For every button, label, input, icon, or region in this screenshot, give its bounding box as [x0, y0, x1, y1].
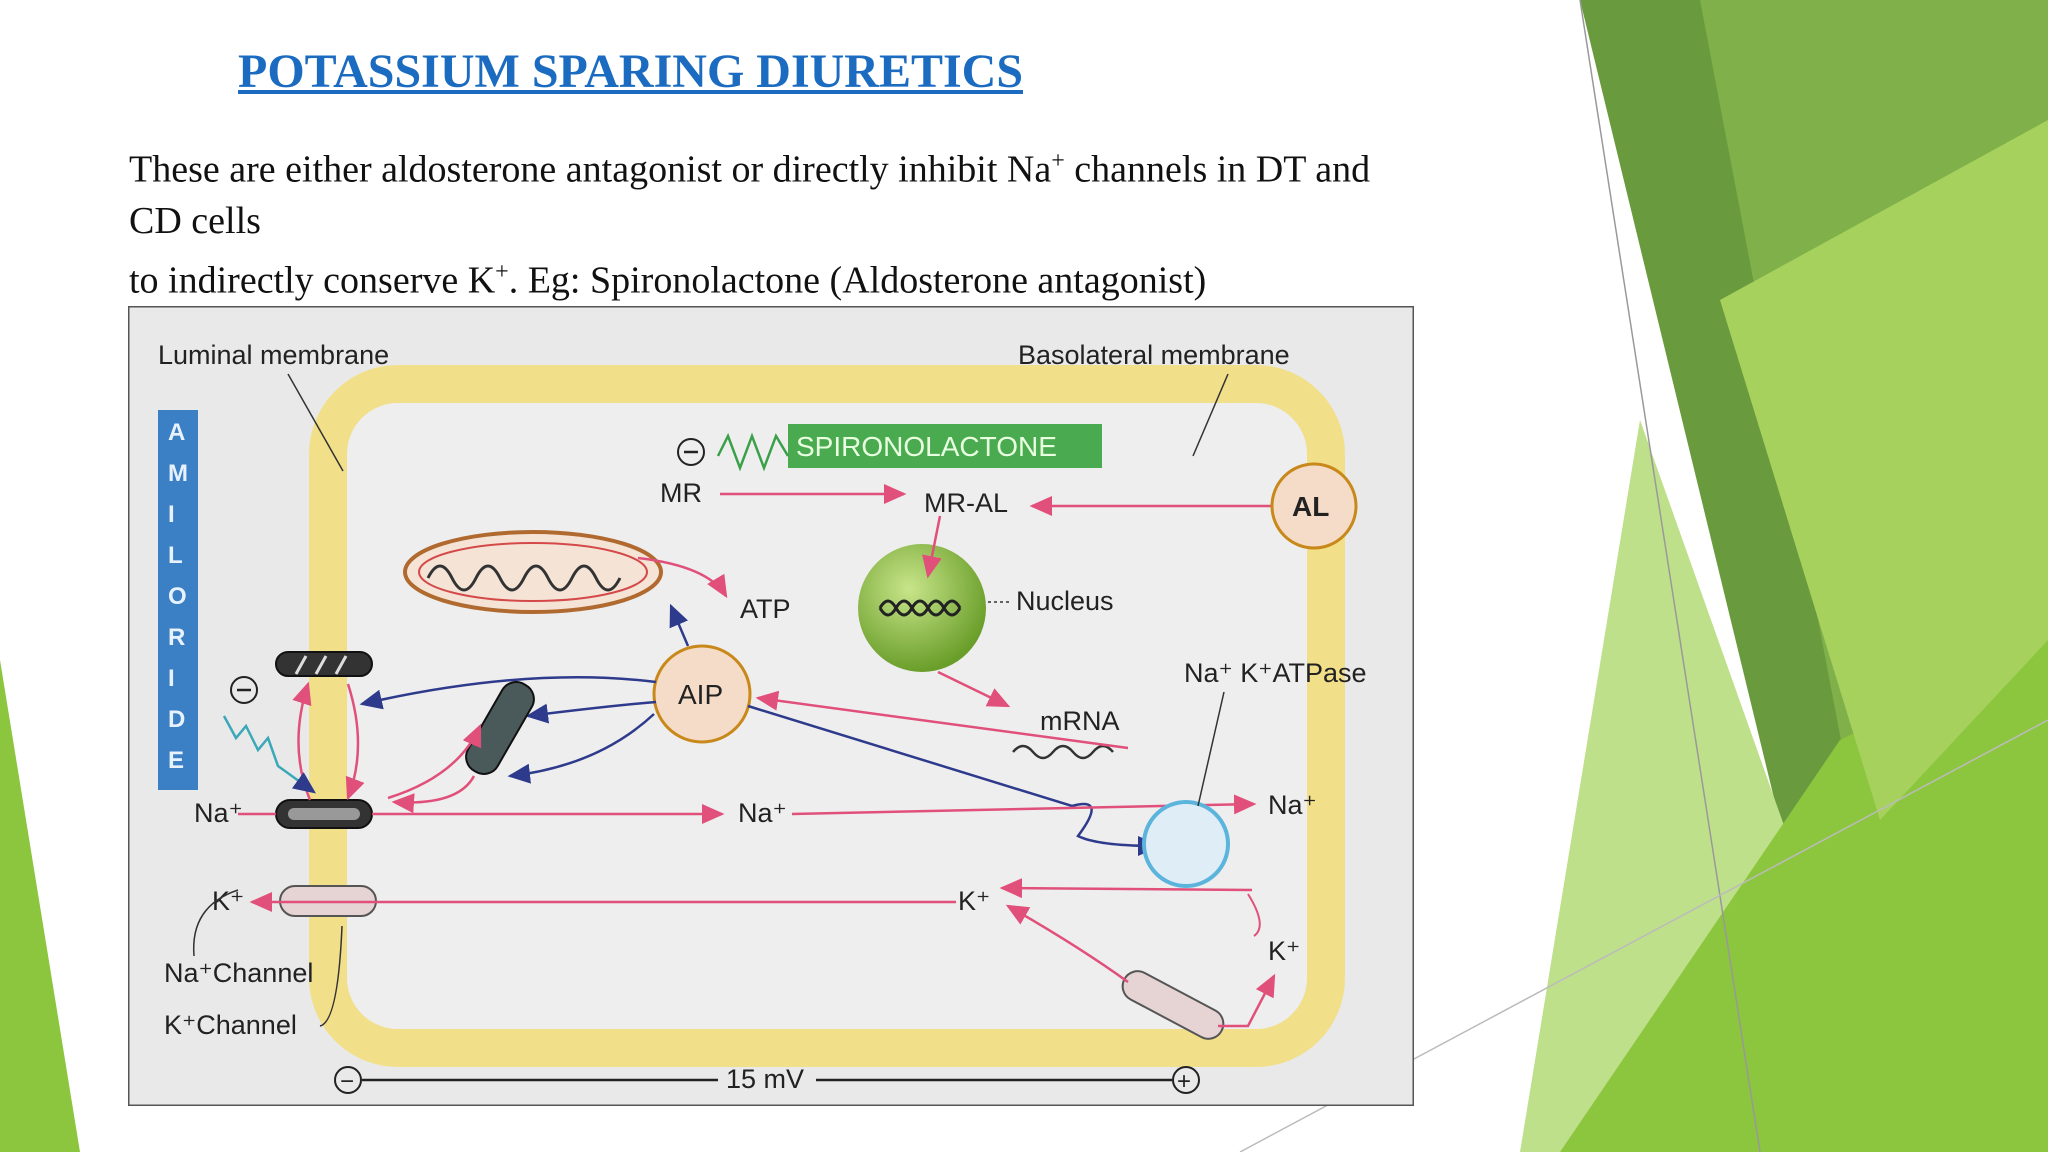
intro-line-3: to indirectly conserve K+. Eg: Spironola… — [129, 258, 1207, 302]
minus-terminal-icon — [334, 1066, 362, 1094]
amiloride-letter: M — [168, 460, 188, 487]
na-channel-cyto — [465, 681, 535, 775]
k-channel-label: K⁺Channel — [164, 1010, 297, 1040]
plus-terminal-icon — [1172, 1066, 1200, 1094]
na-channel-label: Na⁺Channel — [164, 958, 313, 988]
amiloride-letter: O — [168, 583, 187, 610]
na-k-atpase-label: Na⁺ K⁺ATPase — [1184, 658, 1367, 688]
amiloride-letter: I — [168, 665, 175, 692]
amiloride-letter: I — [168, 501, 175, 528]
amiloride-bar — [158, 410, 198, 790]
mr-label: MR — [660, 478, 702, 508]
intro-text: These are either aldosterone antagonist … — [129, 136, 1549, 306]
page-title: POTASSIUM SPARING DIURETICS — [238, 45, 1024, 98]
intro-line-1: These are either aldosterone antagonist … — [129, 148, 1371, 191]
mrna-label: mRNA — [1040, 706, 1120, 736]
intro-line-2: CD cells — [129, 199, 261, 242]
na-mid-label: Na⁺ — [738, 798, 787, 828]
nucleus-label: Nucleus — [1016, 586, 1114, 616]
mr-al-label: MR-AL — [924, 488, 1008, 518]
cell-membrane — [309, 365, 1345, 1067]
minus-icon — [677, 438, 705, 466]
aip-circle — [652, 644, 752, 744]
amiloride-letter: D — [168, 706, 185, 733]
luminal-membrane-label: Luminal membrane — [158, 340, 389, 370]
al-circle — [1270, 462, 1358, 550]
amiloride-letter: L — [168, 542, 183, 569]
amiloride-letter: E — [168, 747, 184, 774]
k-left-label: K⁺ — [212, 886, 244, 916]
spironolactone-label: SPIRONOLACTONE — [796, 431, 1057, 462]
k-mid-label: K⁺ — [958, 886, 990, 916]
atp-label: ATP — [740, 594, 791, 624]
na-k-atpase-pump — [1142, 800, 1230, 888]
aip-label: AIP — [678, 679, 723, 710]
na-left-label: Na⁺ — [194, 798, 243, 828]
k-right-label: K⁺ — [1268, 936, 1300, 966]
voltage-label: 15 mV — [726, 1064, 804, 1094]
amiloride-letter: A — [168, 419, 185, 446]
al-label: AL — [1292, 491, 1329, 522]
na-channel-top — [275, 651, 373, 677]
minus-icon-amiloride — [230, 676, 258, 704]
nucleus — [858, 544, 986, 672]
mitochondrion — [403, 530, 663, 614]
minus-terminal-label: − — [340, 1068, 354, 1095]
amiloride-letter: R — [168, 624, 185, 651]
na-right-label: Na⁺ — [1268, 790, 1317, 820]
plus-terminal-label: + — [1177, 1068, 1191, 1095]
basolateral-membrane-label: Basolateral membrane — [1018, 340, 1290, 370]
spironolactone-box — [788, 424, 1102, 468]
